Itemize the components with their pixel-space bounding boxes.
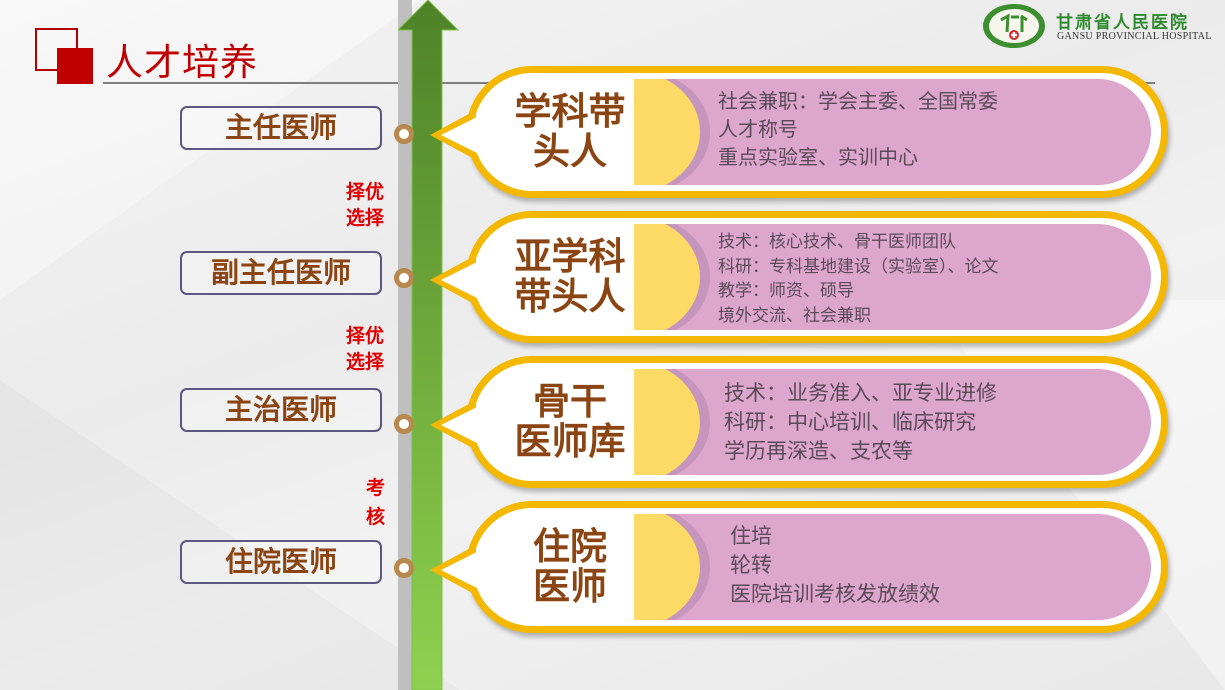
detail-item: 社会兼职：学会主委、全国常委 [718, 89, 998, 113]
timeline-rail [398, 0, 412, 690]
timeline-ring-icon [394, 414, 414, 434]
callout-pointer [441, 262, 477, 298]
card-sub-discipline-leader: 亚学科带头人 技术：核心技术、骨干医师团队 科研：专科基地建设（实验室）、论文 … [430, 211, 1168, 343]
card-detail-list: 技术：核心技术、骨干医师团队 科研：专科基地建设（实验室）、论文 教学：师资、硕… [718, 230, 999, 328]
hospital-name-en: GANSU PROVINCIAL HOSPITAL [1057, 31, 1212, 42]
level-chief-physician: 主任医师 [180, 106, 382, 150]
timeline-ring-icon [394, 558, 414, 578]
card-detail-panel: 社会兼职：学会主委、全国常委 人才称号 重点实验室、实训中心 [634, 79, 1151, 185]
detail-item: 教学：师资、硕导 [718, 281, 854, 301]
callout-pointer [441, 117, 477, 153]
detail-item: 人才称号 [718, 117, 798, 141]
card-detail-list: 技术：业务准入、亚专业进修 科研：中心培训、临床研究 学历再深造、支农等 [724, 379, 997, 466]
step-label-select: 择优 选择 [346, 325, 385, 373]
card-title: 亚学科带头人 [514, 235, 626, 318]
callout-pointer [441, 552, 477, 588]
level-resident-physician: 住院医师 [180, 540, 382, 584]
step-label-select: 择优 选择 [346, 181, 385, 229]
detail-item: 轮转 [730, 553, 772, 577]
card-detail-panel: 住培 轮转 医院培训考核发放绩效 [634, 514, 1151, 620]
hospital-name-cn: 甘肃省人民医院 [1056, 13, 1189, 33]
card-discipline-leader: 学科带头人 社会兼职：学会主委、全国常委 人才称号 重点实验室、实训中心 [430, 66, 1168, 198]
step-label-assessment: 考 核 [366, 477, 386, 528]
detail-item: 医院培训考核发放绩效 [730, 582, 940, 606]
detail-item: 境外交流、社会兼职 [718, 305, 871, 326]
timeline-ring-icon [394, 268, 414, 288]
level-associate-chief-physician: 副主任医师 [180, 251, 382, 295]
detail-item: 住培 [730, 524, 772, 548]
page-title: 人才培养 [106, 41, 258, 84]
detail-item: 技术：核心技术、骨干医师团队 [718, 232, 956, 252]
card-title: 住院医师 [533, 525, 607, 608]
card-core-physician-pool: 骨干医师库 技术：业务准入、亚专业进修 科研：中心培训、临床研究 学历再深造、支… [430, 356, 1168, 488]
hospital-logo-icon [983, 4, 1045, 48]
card-title: 学科带头人 [514, 90, 626, 173]
detail-item: 重点实验室、实训中心 [718, 145, 918, 169]
timeline-ring-icon [394, 124, 414, 144]
card-detail-panel: 技术：业务准入、亚专业进修 科研：中心培训、临床研究 学历再深造、支农等 [634, 369, 1151, 475]
title-decoration-filled-square [57, 48, 93, 84]
callout-pointer [441, 407, 477, 443]
detail-item: 技术：业务准入、亚专业进修 [724, 381, 997, 405]
card-detail-list: 住培 轮转 医院培训考核发放绩效 [730, 522, 940, 609]
card-detail-list: 社会兼职：学会主委、全国常委 人才称号 重点实验室、实训中心 [718, 87, 998, 171]
card-title: 骨干医师库 [514, 380, 626, 463]
detail-item: 科研：专科基地建设（实验室）、论文 [718, 256, 999, 277]
detail-item: 学历再深造、支农等 [724, 439, 913, 463]
card-resident-physician: 住院医师 住培 轮转 医院培训考核发放绩效 [430, 501, 1168, 633]
detail-item: 科研：中心培训、临床研究 [724, 410, 976, 434]
level-attending-physician: 主治医师 [180, 388, 382, 432]
card-detail-panel: 技术：核心技术、骨干医师团队 科研：专科基地建设（实验室）、论文 教学：师资、硕… [634, 224, 1151, 330]
